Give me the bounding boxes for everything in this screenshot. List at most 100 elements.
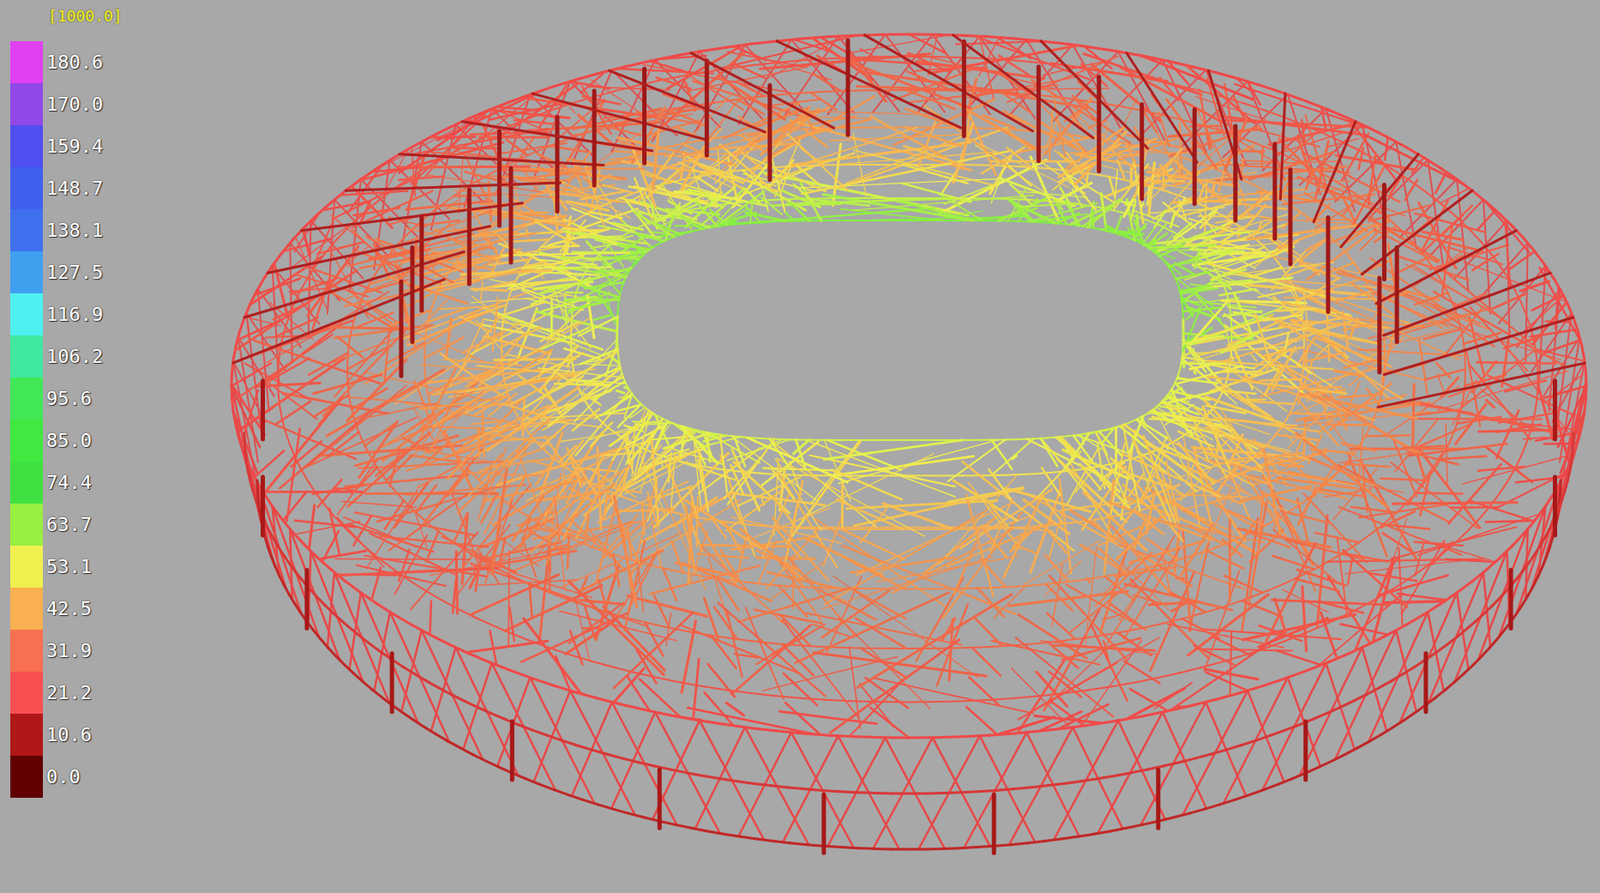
roof-ring [818,90,843,92]
roof-ring [1005,473,1023,476]
roof-ring [576,286,578,292]
roof-member [619,509,674,511]
roof-ring [976,126,999,130]
roof-member [1445,423,1448,485]
roof-member [337,460,378,515]
roof-member [565,291,583,295]
roof-ring [699,720,726,725]
roof-ring [751,62,776,66]
roof-member [539,82,569,128]
roof-ring [988,36,1016,39]
roof-ring [1008,220,1023,223]
roof-ring [432,297,436,307]
roof-member [1277,477,1357,488]
roof-ring [1016,60,1041,64]
roof-ring [393,613,412,625]
roof-ring [403,228,413,239]
roof-ring [976,586,999,590]
roof-ring [609,427,615,432]
roof-member [1347,555,1354,584]
roof-ring [1123,627,1143,632]
roof-ring [855,736,883,738]
roof-ring [970,646,995,648]
roof-ring [289,444,295,458]
roof-ring [1167,192,1179,196]
roof-ring [617,354,620,361]
roof-ring [409,580,425,590]
roof-ring [867,647,907,650]
roof-ring [1180,667,1204,673]
roof-ring [1036,472,1050,474]
roof-member [445,318,452,359]
roof-ring [1103,463,1113,466]
roof-ring [445,192,458,202]
roof-ring [1008,438,1023,441]
roof-ring [751,727,777,731]
roof-ring [775,695,800,698]
roof-ring [962,734,989,737]
roof-ring [572,363,574,371]
roof-ring [1182,311,1185,319]
roof-ring [1276,260,1282,267]
roof-ring [848,528,903,530]
roof-ring [1224,286,1227,292]
roof-member [627,595,707,617]
roof-ring [1464,355,1468,369]
roof-member [703,597,718,638]
roof-ring [1567,303,1574,318]
roof-ring [1464,369,1468,383]
roof-ring [1109,176,1123,180]
roof-ring [1142,623,1163,628]
roof-ring [1521,301,1527,315]
roof-ring [1264,110,1285,118]
roof-ring [532,678,555,686]
roof-member [1168,129,1262,138]
roof-ring [545,451,553,458]
roof-ring [1456,581,1473,593]
roof-ring [1016,695,1041,698]
roof-ring [795,91,819,94]
roof-ring [573,216,582,223]
roof-ring [802,36,830,39]
roof-ring [1166,228,1173,232]
roof-ring [232,358,235,373]
roof-ring [377,157,395,169]
roof-ring [667,144,684,148]
roof-ring [1293,399,1296,407]
roof-ring [696,517,710,520]
roof-ring [904,126,951,129]
roof-ring [751,692,776,696]
roof-ring [834,439,901,441]
roof-ring [1535,392,1538,406]
roof-member [1059,478,1072,574]
roof-ring [657,677,681,682]
roof-ring [1581,344,1585,359]
roof-member [540,420,602,428]
roof-ring [1092,47,1119,52]
roof-ring [703,685,728,690]
roof-ring [240,317,246,331]
roof-member [856,503,1013,576]
roof-ring [617,300,620,306]
roof-ring [1353,262,1360,271]
roof-ring [766,198,782,202]
roof-member [846,132,972,184]
roof-member [819,116,870,119]
roof-ring [279,405,283,419]
roof-ring [394,490,404,500]
roof-ring [627,498,638,502]
roof-ring [1253,184,1266,191]
roof-ring [236,330,241,345]
roof-ring [344,527,356,539]
roof-member [558,431,626,442]
roof-member [337,336,363,358]
roof-member [761,197,783,215]
roof-ring [699,47,726,52]
roof-ring [1552,276,1561,290]
roof-ring [423,345,426,359]
roof-ring [1015,38,1042,42]
roof-ring [1347,254,1355,264]
roof-ring [672,511,685,515]
roof-ring [285,431,290,445]
